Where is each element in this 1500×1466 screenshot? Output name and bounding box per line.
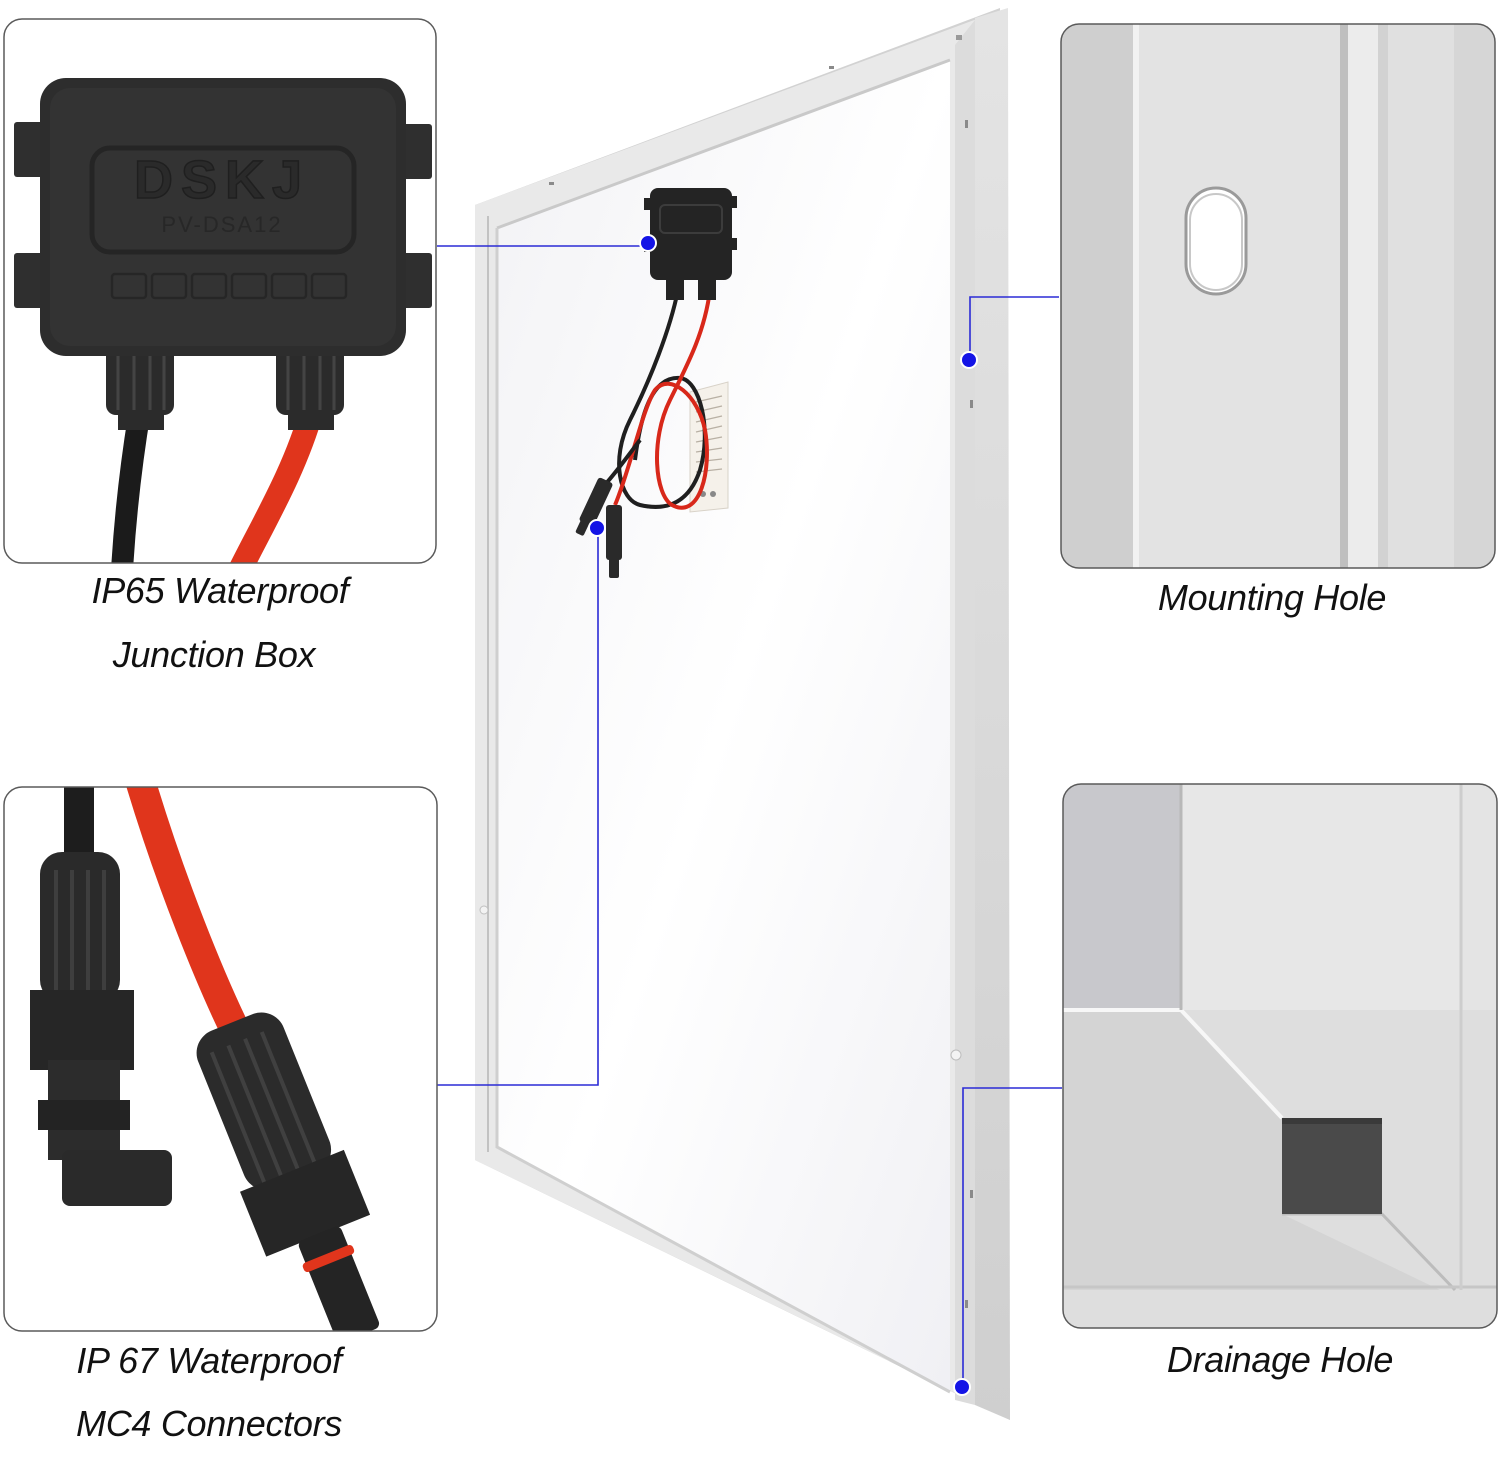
dot-junction-box [639, 234, 657, 252]
mc4-female-connector [196, 1012, 380, 1331]
mini-connector-red [606, 505, 622, 578]
drainage-hole-caption: Drainage Hole [1166, 1339, 1394, 1380]
callout-drainage-hole [962, 1087, 1062, 1385]
junction-box-caption-line2: Junction Box [112, 634, 316, 675]
callout-connectors [437, 528, 599, 1086]
mounting-hole-slot [1184, 186, 1248, 296]
mc4-connectors-photo [4, 787, 437, 1331]
callout-mounting-hole [969, 296, 1059, 360]
drainage-hole-square [1282, 1118, 1382, 1214]
dot-connectors [588, 519, 606, 537]
spec-label [689, 381, 729, 513]
mini-connector-black [575, 477, 613, 536]
model-text: PV-DSA12 [161, 212, 282, 237]
callout-lines [437, 245, 1062, 1385]
dot-mounting-hole [960, 351, 978, 369]
connectors-caption-line2: MC4 Connectors [76, 1403, 342, 1444]
mc4-male-connector [30, 852, 172, 1206]
drainage-hole-photo [1063, 784, 1497, 1328]
mounting-hole-caption: Mounting Hole [1157, 577, 1387, 618]
dot-drainage-hole [953, 1378, 971, 1396]
mounting-hole-frame [1060, 23, 1496, 569]
mounting-hole-photo [1061, 24, 1495, 568]
junction-box-photo: DSKJ PV-DSA12 [4, 19, 436, 563]
brand-text: DSKJ [134, 150, 310, 210]
panel-back-sheet [497, 60, 950, 1392]
mini-junction-box [644, 188, 737, 300]
junction-box-frame [3, 18, 437, 564]
drainage-hole-frame [1062, 783, 1498, 1329]
solar-panel [475, 8, 1010, 1420]
connectors-caption-line1: IP 67 Waterproof [76, 1340, 342, 1381]
callout-dots [588, 234, 978, 1396]
junction-box-caption-line1: IP65 Waterproof [91, 570, 349, 611]
mc4-connectors-frame [3, 786, 438, 1332]
